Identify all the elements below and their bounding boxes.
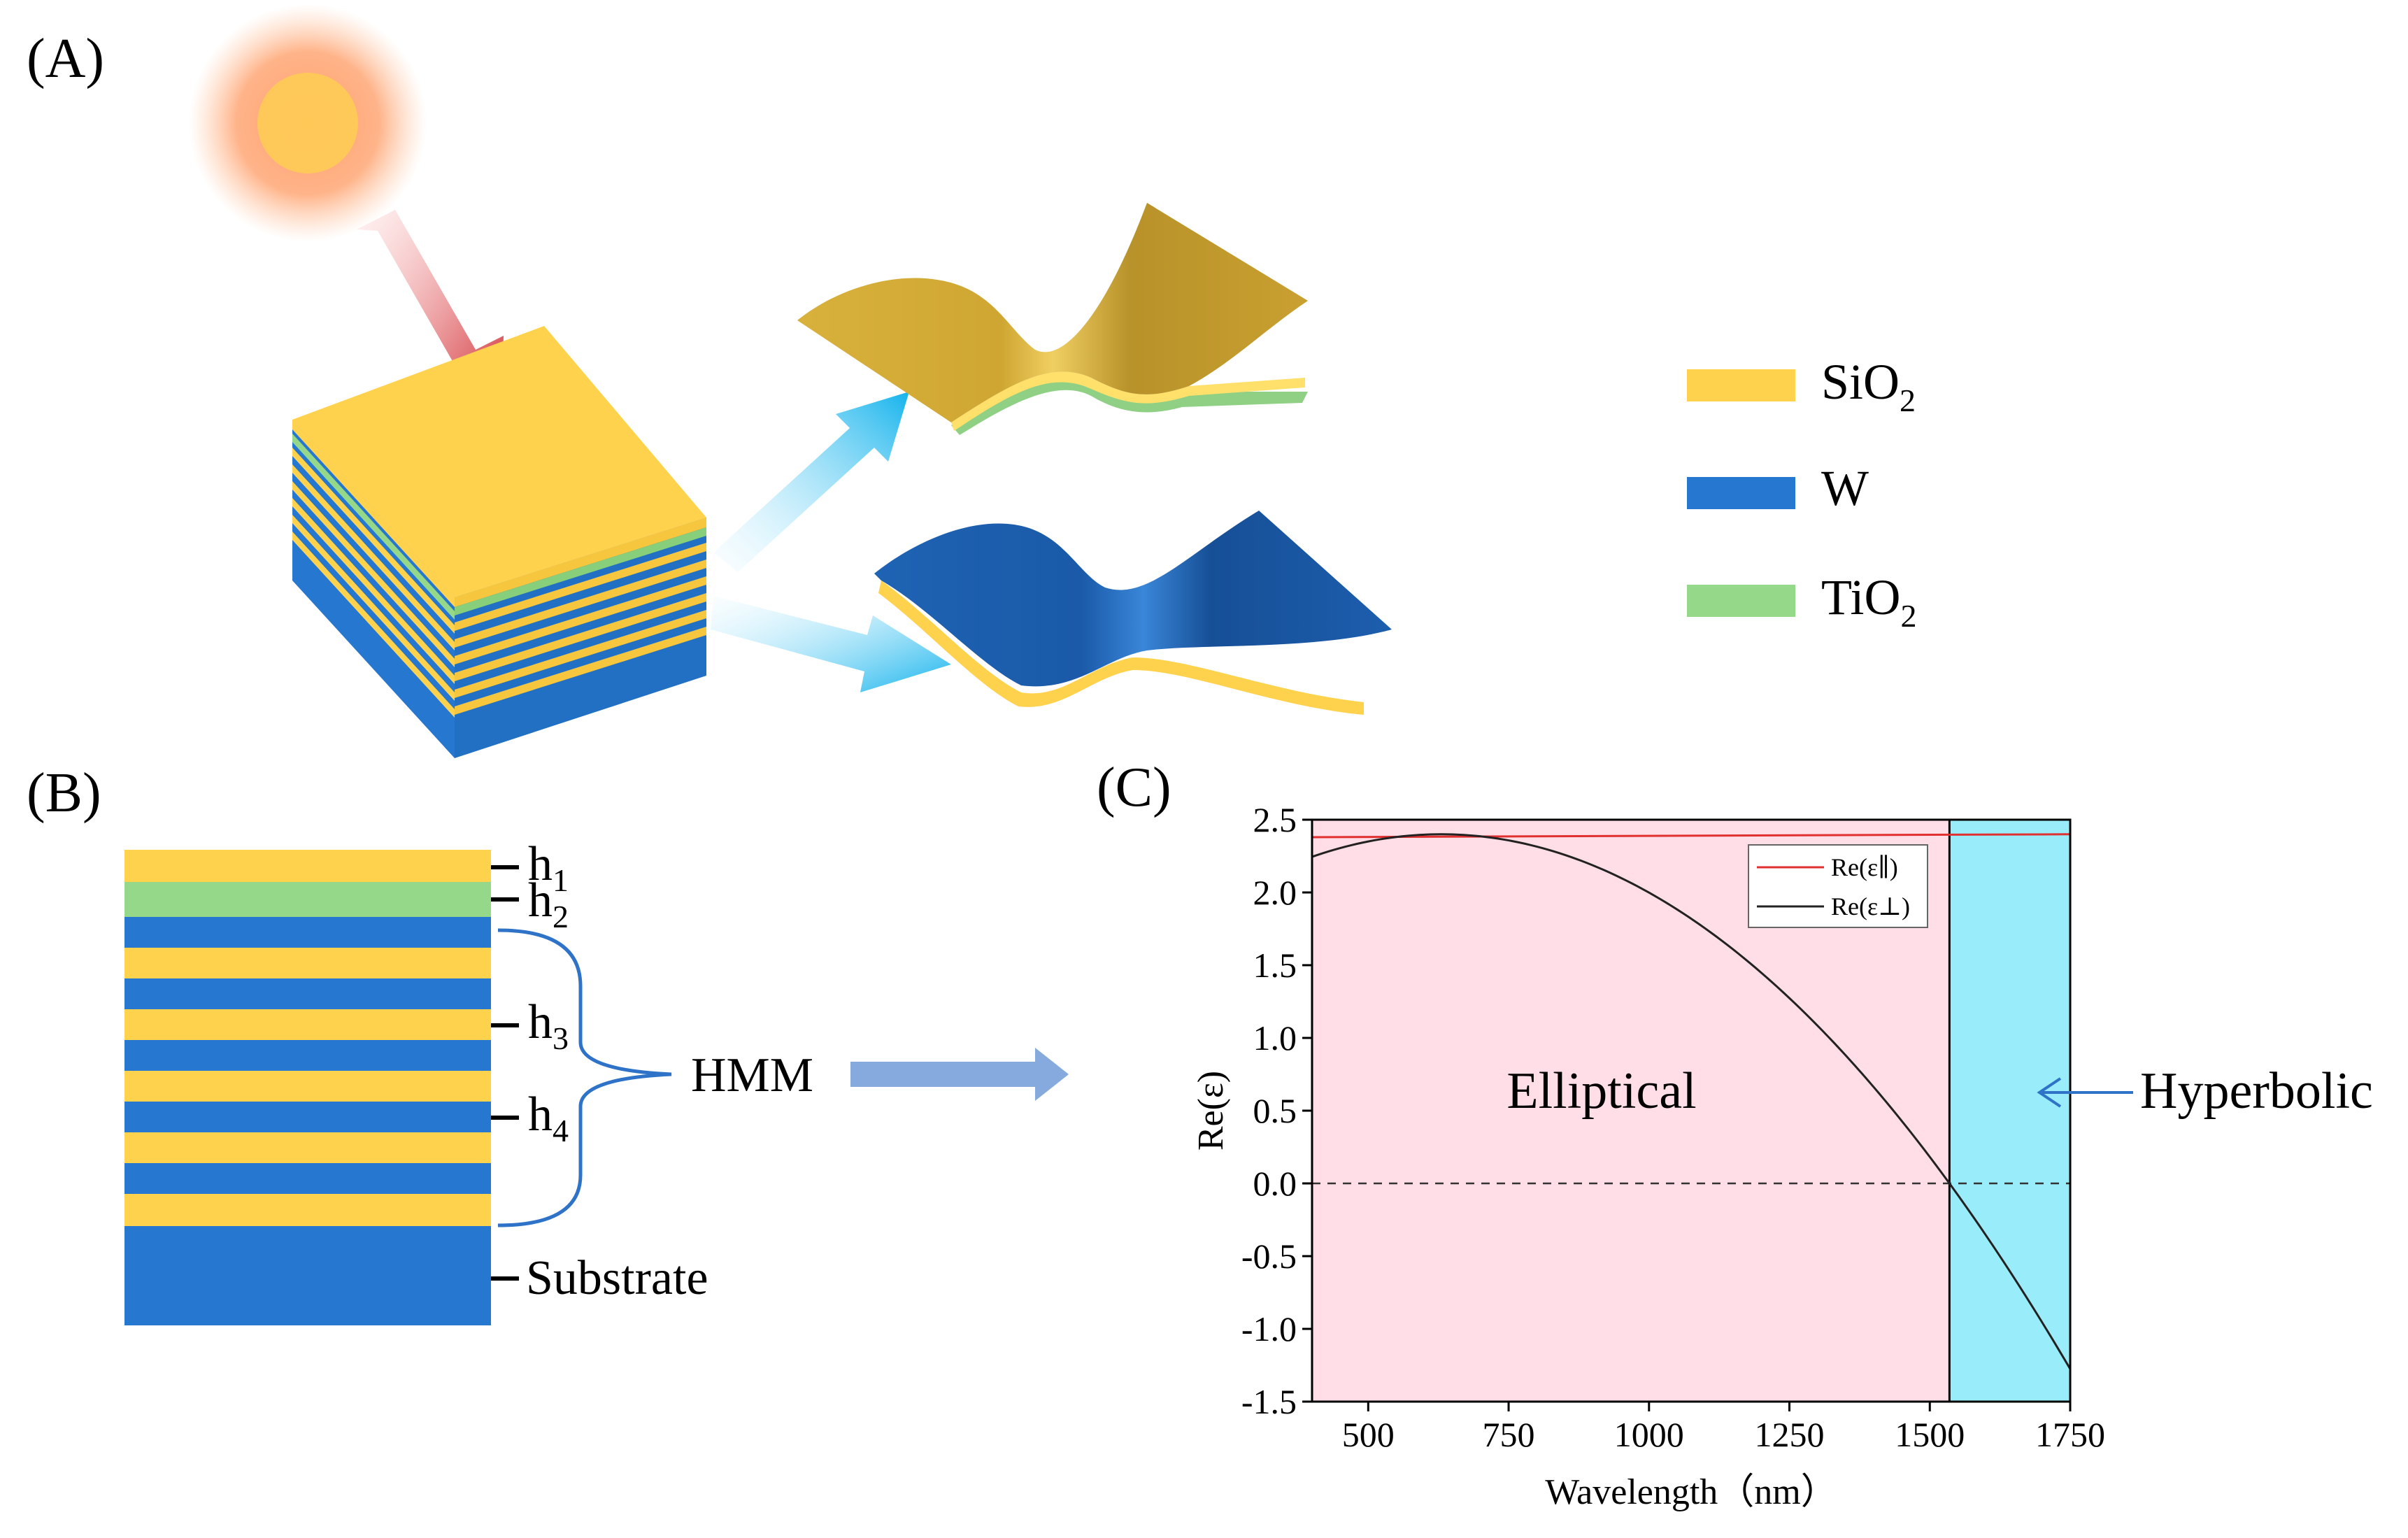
y-tick-label: 2.0 (1253, 873, 1297, 912)
h3-label: h3 (528, 995, 569, 1056)
exfoliation-arrow-lower (711, 596, 951, 692)
panel-c-label: (C) (1097, 757, 1171, 818)
x-tick-label: 1500 (1895, 1415, 1965, 1454)
h1-label: h1 (528, 837, 569, 898)
legend-item-tio2: TiO2 (1687, 569, 1916, 634)
legend-swatch-w (1687, 477, 1795, 509)
sio2-tio2-bilayer-sheet (797, 203, 1308, 435)
legend-label-sio2: SiO (1821, 354, 1900, 410)
y-tick-label: -1.5 (1241, 1382, 1297, 1421)
chart-legend: Re(ε∥) Re(ε⊥) (1748, 844, 1928, 928)
y-tick-label: 0.5 (1253, 1091, 1297, 1130)
hyperbolic-region (1949, 820, 2070, 1402)
sun-core-icon (257, 73, 358, 173)
hmm-brace (497, 928, 672, 1227)
legend-item-w: W (1687, 460, 1869, 516)
series-re-par-line (1311, 833, 2071, 839)
layer-labels: h1 h2 h3 h4 Substrate (491, 837, 708, 1305)
y-tick-label: -0.5 (1241, 1237, 1297, 1276)
legend-label-re-perp: Re(ε⊥) (1831, 892, 1910, 920)
series-re-perp-line (1311, 833, 2072, 1370)
exfoliation-arrow-upper (713, 392, 909, 572)
hmm-to-chart-arrow (850, 1048, 1069, 1101)
panel-b-label: (B) (27, 762, 101, 824)
legend-swatch-tio2 (1687, 585, 1795, 617)
w-sio2-bilayer-sheet (874, 511, 1392, 715)
legend-item-sio2: SiO2 (1687, 354, 1916, 418)
y-axis-title: Re(ε) (1191, 1071, 1231, 1151)
legend-sub-sio2: 2 (1900, 383, 1916, 418)
x-axis-title: Wavelength（nm） (1545, 1472, 1837, 1512)
legend-label-tio2: TiO (1821, 569, 1900, 625)
permittivity-chart: 500 750 1000 1250 1500 1750 2.5 2.0 1.5 1.0 0.5 0.… (1191, 800, 2373, 1512)
hyperbolic-region-label: Hyperbolic (2140, 1062, 2373, 1120)
layer-schematic (124, 850, 491, 1325)
y-tick-label: 0.0 (1253, 1164, 1297, 1203)
x-tick-label: 1250 (1755, 1415, 1825, 1454)
panel-a-label: (A) (27, 28, 104, 90)
substrate-label: Substrate (526, 1251, 708, 1305)
hmm-label: HMM (691, 1048, 813, 1102)
legend-sub-tio2: 2 (1900, 598, 1916, 634)
legend-label-w: W (1821, 460, 1869, 516)
hyperbolic-callout: Hyperbolic (2037, 1062, 2373, 1120)
x-tick-label: 750 (1483, 1415, 1535, 1454)
y-tick-label: 1.5 (1253, 946, 1297, 985)
y-tick-label: -1.0 (1241, 1309, 1297, 1348)
y-tick-label: 2.5 (1253, 800, 1297, 839)
x-tick-label: 1750 (2035, 1415, 2105, 1454)
elliptical-region-label: Elliptical (1506, 1062, 1696, 1120)
material-legend: SiO2 W TiO2 (1687, 354, 1916, 634)
legend-label-re-par: Re(ε∥) (1831, 853, 1898, 881)
x-tick-label: 500 (1342, 1415, 1395, 1454)
legend-swatch-sio2 (1687, 369, 1795, 401)
light-source (189, 4, 427, 242)
svg-text:SiO2: SiO2 (1821, 354, 1916, 418)
multilayer-stack (292, 326, 706, 758)
y-tick-label: 1.0 (1253, 1018, 1297, 1058)
h4-label: h4 (528, 1088, 569, 1148)
h2-label: h2 (528, 874, 569, 934)
svg-text:TiO2: TiO2 (1821, 569, 1916, 634)
x-tick-label: 1000 (1614, 1415, 1684, 1454)
